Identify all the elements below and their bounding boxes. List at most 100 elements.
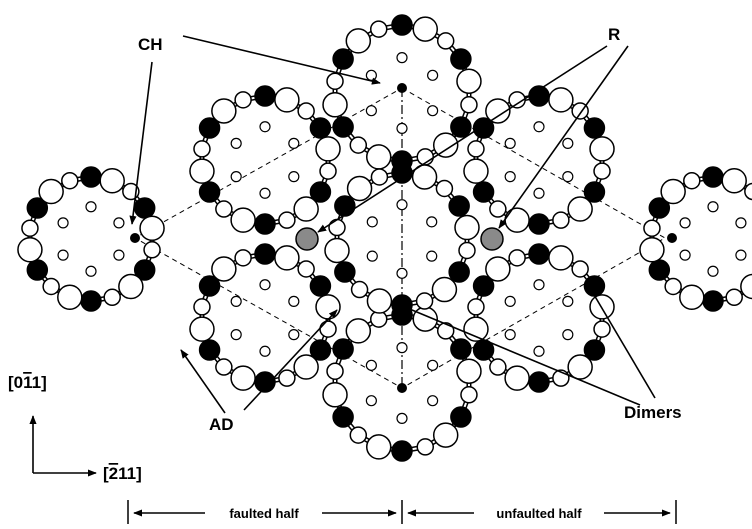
inner-small-atom (396, 122, 408, 134)
white-atom (118, 273, 144, 300)
white-atom (683, 171, 701, 190)
white-atom (365, 144, 392, 170)
inner-small-atom (259, 187, 271, 199)
white-atom (324, 237, 350, 264)
black-atom (450, 48, 472, 70)
black-atom (702, 166, 724, 188)
white-atom (293, 196, 319, 222)
callout-ad-right (243, 309, 338, 411)
black-atom (391, 162, 413, 184)
corner-hole-atom (397, 383, 407, 393)
half-indicators (127, 500, 677, 524)
inner-small-atom (504, 171, 516, 183)
inner-small-atom (288, 171, 300, 183)
callouts (129, 35, 656, 414)
inner-small-atom (365, 395, 377, 407)
inner-small-atom (427, 395, 439, 407)
label-rest-atom: R (608, 25, 620, 44)
inner-small-atom (735, 217, 747, 229)
inner-small-atom (230, 295, 242, 307)
black-atom (448, 195, 470, 217)
white-atom (567, 354, 593, 380)
white-atom (297, 102, 315, 120)
inner-small-atom (533, 345, 545, 357)
white-atom (193, 298, 211, 316)
white-atom (463, 316, 489, 342)
black-atom (332, 406, 354, 428)
white-atom (571, 260, 589, 278)
rest-atom-faulted (295, 227, 319, 251)
inner-small-atom (57, 249, 69, 261)
black-atom (448, 261, 470, 283)
white-atom (211, 256, 237, 282)
inner-small-atom (426, 250, 438, 262)
white-atom (436, 322, 455, 340)
black-atom (528, 213, 550, 235)
inner-small-atom (707, 265, 719, 277)
white-atom (740, 273, 752, 300)
inner-small-atom (365, 105, 377, 117)
callout-ch-top (182, 35, 381, 85)
black-atom (254, 243, 276, 265)
label-adatom: AD (209, 415, 234, 434)
white-atom (463, 158, 489, 184)
overbar-digit: 1 (23, 373, 32, 392)
black-atom (583, 117, 606, 139)
callout-r-left (317, 45, 608, 233)
inner-small-atom (57, 217, 69, 229)
white-atom (349, 426, 368, 444)
inner-small-atom (366, 216, 378, 228)
white-atom (744, 182, 752, 201)
black-atom (391, 440, 413, 462)
white-atom (460, 96, 478, 114)
callout-r-right (498, 45, 629, 229)
white-atom (17, 237, 43, 263)
white-atom (435, 179, 454, 198)
white-atom (274, 245, 300, 271)
white-atom (415, 292, 434, 310)
white-atom (458, 241, 476, 260)
inner-small-atom (504, 295, 516, 307)
label-unfaulted-half: unfaulted half (496, 506, 582, 521)
black-atom (648, 259, 671, 281)
white-atom (103, 288, 121, 307)
inner-small-atom (113, 249, 125, 261)
black-atom (254, 213, 276, 235)
white-atom (548, 245, 574, 271)
white-atom (552, 211, 570, 229)
white-atom (411, 164, 438, 190)
white-atom (189, 316, 215, 342)
white-atom (485, 98, 511, 124)
black-atom (332, 116, 354, 138)
inner-small-atom (707, 201, 719, 213)
white-atom (370, 168, 389, 186)
white-atom (297, 260, 315, 278)
inner-small-atom (427, 69, 439, 81)
corner-hole-sites (130, 83, 677, 393)
white-atom (639, 237, 665, 263)
white-atom (346, 175, 373, 202)
white-atom (230, 207, 256, 233)
inner-small-atom (396, 412, 408, 424)
white-atom (350, 280, 369, 299)
white-atom (660, 178, 686, 205)
white-atom (21, 219, 39, 237)
inner-small-atom (504, 137, 516, 149)
white-atom (431, 276, 458, 303)
white-atom (436, 32, 455, 50)
black-atom (26, 259, 49, 281)
white-atom (679, 284, 705, 311)
white-atom (143, 241, 161, 259)
inner-small-atom (288, 329, 300, 341)
atom-network (17, 14, 752, 462)
inner-small-atom (426, 216, 438, 228)
white-atom (319, 320, 337, 338)
white-atom (61, 171, 79, 190)
white-atom (274, 87, 300, 113)
black-atom (472, 275, 495, 297)
inner-small-atom (396, 267, 408, 279)
inner-small-atom (562, 171, 574, 183)
white-atom (460, 386, 478, 404)
inner-small-atom (365, 69, 377, 81)
